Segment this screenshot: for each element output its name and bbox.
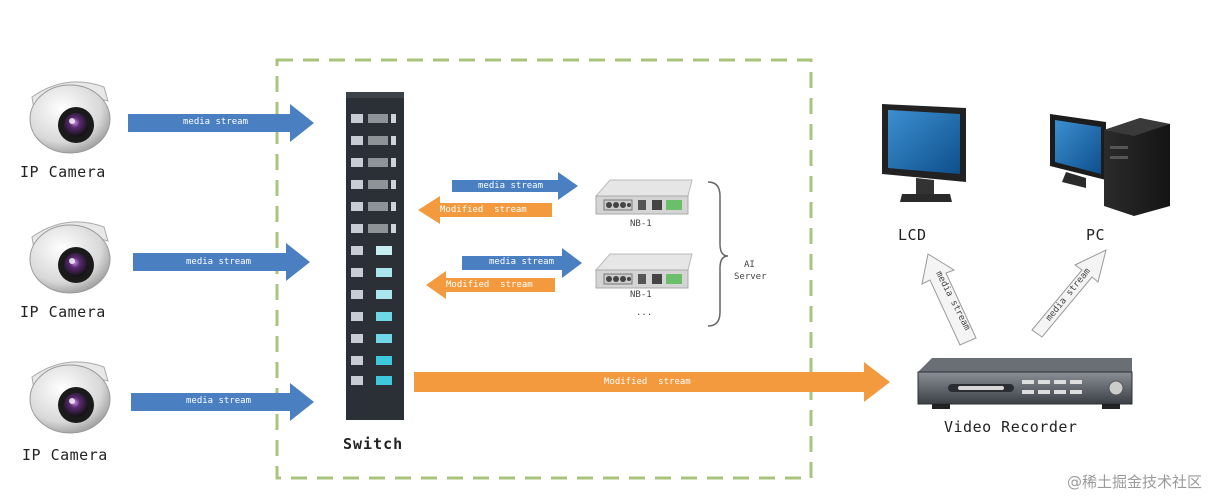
ai-node-1-in-arrow (452, 172, 578, 200)
ai-server-more: ... (636, 308, 653, 318)
pc-label: PC (1086, 226, 1106, 244)
ai-node-2-icon (594, 253, 693, 289)
ai-node-1-out-label: Modified stream (440, 205, 527, 215)
camera-3-label: IP Camera (22, 446, 108, 464)
lcd-stream-arrow (921, 253, 977, 346)
recorder-stream-label: Modified stream (604, 377, 691, 387)
ai-node-1-label: NB-1 (630, 219, 652, 229)
ai-server-brace (707, 181, 729, 327)
lcd-monitor-icon (882, 104, 966, 202)
camera-1-stream-arrow (128, 104, 314, 142)
recorder-stream-arrow (414, 362, 890, 402)
camera-2-stream-label: media stream (186, 257, 252, 267)
camera-2-icon (29, 221, 111, 294)
ai-node-2-label: NB-1 (630, 290, 652, 300)
ai-node-2-in-arrow (462, 248, 582, 278)
camera-3-icon (29, 361, 111, 434)
ai-node-2-out-label: Modified stream (446, 280, 533, 290)
ai-node-2-out-arrow (426, 271, 555, 299)
pc-icon (1050, 114, 1170, 216)
camera-1-icon (29, 81, 111, 154)
ai-node-1-out-arrow (418, 196, 552, 224)
ai-node-1-icon (594, 179, 693, 215)
camera-1-label: IP Camera (20, 163, 106, 181)
ai-server-label-line1: AI (744, 260, 755, 270)
ai-server-label-line2: Server (734, 272, 767, 282)
ai-node-2-in-label: media stream (489, 257, 555, 267)
switch-label: Switch (343, 435, 404, 453)
camera-2-stream-arrow (133, 243, 310, 281)
camera-3-stream-label: media stream (186, 396, 252, 406)
ai-node-1-in-label: media stream (478, 181, 544, 191)
camera-3-stream-arrow (131, 383, 314, 421)
video-recorder-icon (917, 358, 1133, 409)
recorder-label: Video Recorder (944, 418, 1078, 436)
lcd-label: LCD (898, 226, 927, 244)
switch-icon (346, 92, 404, 420)
camera-2-label: IP Camera (20, 303, 106, 321)
watermark: @稀土掘金技术社区 (1066, 473, 1202, 491)
camera-1-stream-label: media stream (183, 117, 249, 127)
pc-stream-arrow (1031, 249, 1107, 338)
